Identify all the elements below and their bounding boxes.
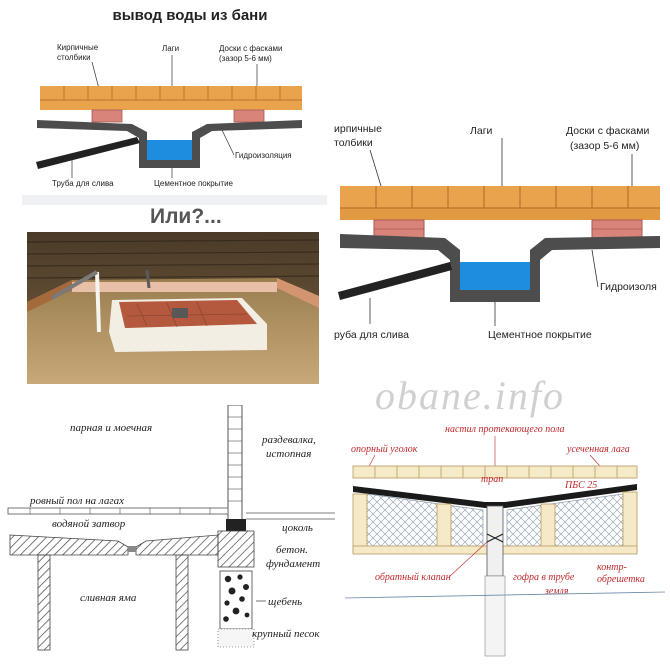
label-concrete-foundation: бетон.фундамент [266, 544, 320, 570]
rt-label-waterproofing: Гидроизоля [600, 281, 657, 293]
label-leaking-floor: настил протекающего пола [445, 424, 565, 435]
label-cut-joist: усеченная лага [566, 444, 630, 455]
label-plinth: цоколь [282, 522, 313, 534]
label-floor-on-joists: ровный пол на лагах [29, 495, 124, 507]
brick-post-left [91, 109, 123, 123]
rt-label-boards: Доски с фасками(зазор 5-6 мм) [566, 125, 649, 152]
bottom-right-diagram: настил протекающего пола опорный уголок … [345, 422, 665, 667]
rt-label-drain-pipe: руба для слива [334, 329, 409, 341]
bottom-left-diagram: парная и моечная раздевалка,истопная ров… [0, 405, 335, 670]
hatched-slab [9, 534, 219, 556]
br-membrane [353, 484, 637, 508]
top-left-title: вывод воды из бани [113, 7, 268, 24]
label-steam-room: парная и моечная [70, 422, 152, 434]
label-gravel: щебень [268, 596, 302, 608]
label-counter-lathing: контр-обрешетка [597, 562, 645, 585]
label-coarse-sand: крупный песок [252, 628, 320, 640]
rt-label-joists: Лаги [470, 125, 493, 137]
label-pbs: ПБС 25 [564, 480, 597, 491]
rt-water-pool [460, 262, 530, 290]
label-ground: земля [544, 586, 569, 597]
question-heading: Или?... [150, 205, 222, 228]
waterproofing-membrane [37, 120, 302, 168]
label-check-valve: обратный клапан [375, 572, 451, 583]
water-pool [147, 140, 192, 160]
bathhouse-photo [27, 232, 319, 384]
label-dressing-room: раздевалка,истопная [261, 434, 316, 460]
label-cement: Цементное покрытие [154, 179, 234, 188]
brick-post-right [233, 109, 265, 123]
label-water-seal: водяной затвор [52, 518, 126, 530]
drain-pipe [36, 137, 140, 169]
floor-boards [40, 86, 302, 110]
rt-drain-pipe [338, 262, 452, 300]
label-drain-trap: трап [481, 474, 503, 485]
label-drain-pipe: Труба для слива [52, 179, 114, 188]
rt-waterproofing-membrane [340, 234, 660, 302]
label-drain-pit: сливная яма [80, 592, 137, 604]
watermark: obane.info [375, 373, 565, 418]
label-waterproofing: Гидроизоляция [235, 151, 292, 160]
rt-label-cement: Цементное покрытие [488, 329, 592, 341]
label-boards: Доски с фасками(зазор 5-6 мм) [219, 44, 283, 63]
deck-boards [352, 465, 638, 479]
label-support-angle: опорный уголок [351, 444, 418, 455]
label-joists: Лаги [162, 44, 179, 53]
label-corrugation: гофра в трубе [513, 572, 575, 583]
rt-floor-boards [340, 186, 660, 220]
